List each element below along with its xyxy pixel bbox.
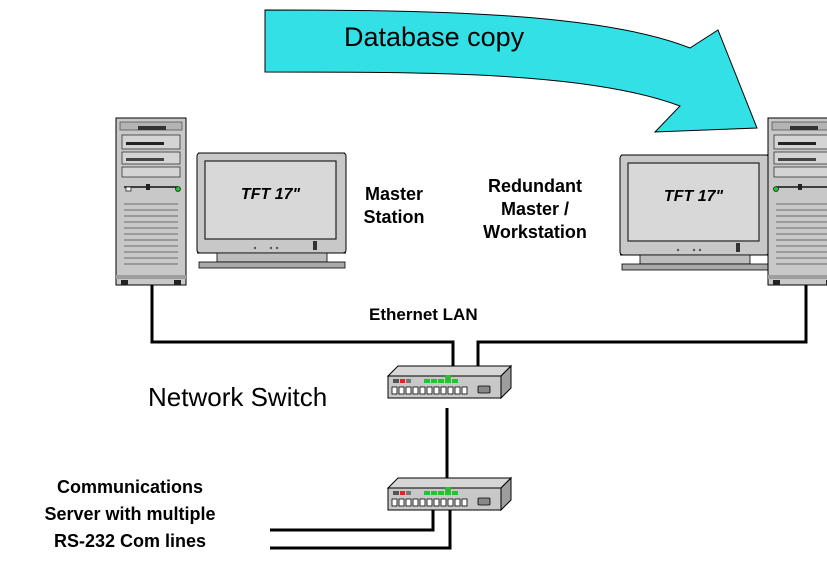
redundant-monitor-icon: [619, 154, 770, 271]
arrow-label: Database copy: [344, 22, 525, 52]
redundant-master-label: Redundant Master / Workstation: [483, 176, 587, 242]
redundant-status-led-icon: [773, 186, 779, 192]
master-power-led-icon: [125, 186, 132, 192]
redundant-tower-computer-icon: [767, 117, 827, 286]
master-tower-computer-icon: [115, 117, 187, 286]
redundant-monitor-label: TFT 17": [663, 188, 724, 205]
master-status-led-icon: [175, 186, 181, 192]
master-station-label: Master Station: [363, 184, 425, 227]
master-monitor-label: TFT 17": [240, 186, 301, 203]
network-switch-label: Network Switch: [148, 382, 328, 412]
master-monitor-icon: [196, 152, 347, 269]
network-switch-icon: [387, 365, 512, 399]
communications-server-icon: [387, 477, 512, 511]
ethernet-lines: [150, 250, 808, 550]
ethernet-lan-label: Ethernet LAN: [369, 305, 478, 324]
database-copy-arrow: [264, 9, 758, 133]
communications-server-label: Communications Server with multiple RS-2…: [44, 477, 216, 551]
